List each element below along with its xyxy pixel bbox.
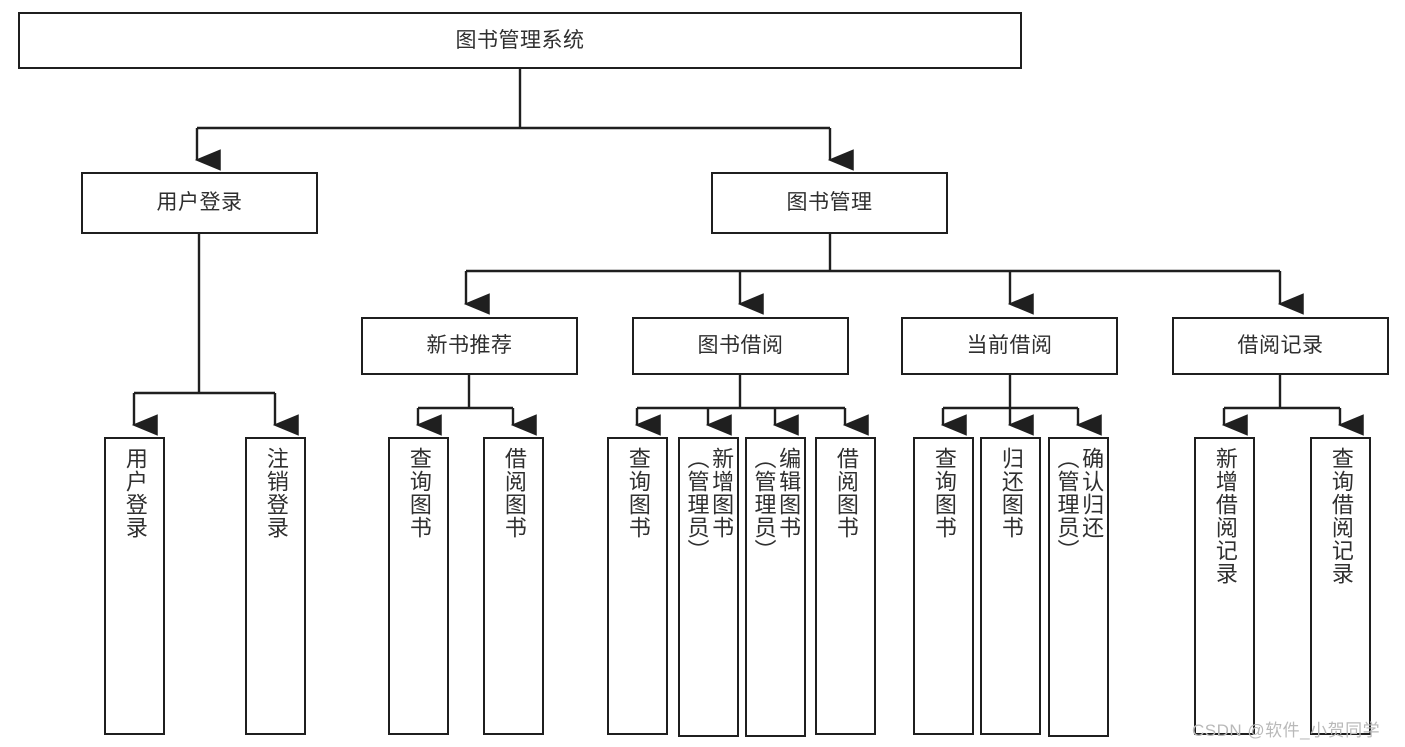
- node-root-system[interactable]: 图书管理系统: [18, 12, 1022, 69]
- leaf-user-login-signout[interactable]: 注销登录: [245, 437, 306, 735]
- node-label: 确认归还 （管理员）: [1054, 447, 1105, 562]
- node-current-borrow[interactable]: 当前借阅: [901, 317, 1118, 375]
- node-label: 借阅记录: [1237, 334, 1324, 358]
- node-label: 查询图书: [625, 447, 651, 539]
- leaf-recommend-borrow-book[interactable]: 借阅图书: [483, 437, 544, 735]
- leaf-borrow-add-book-admin[interactable]: 新增图书 （管理员）: [678, 437, 739, 737]
- node-label: 归还图书: [998, 447, 1024, 539]
- node-label: 新书推荐: [426, 334, 513, 358]
- leaf-record-query-record[interactable]: 查询借阅记录: [1310, 437, 1371, 735]
- leaf-record-add-record[interactable]: 新增借阅记录: [1194, 437, 1255, 735]
- node-label: 编辑图书 （管理员）: [751, 447, 802, 562]
- node-label: 新增图书 （管理员）: [684, 447, 735, 562]
- node-label: 查询图书: [931, 447, 957, 539]
- leaf-current-return-book[interactable]: 归还图书: [980, 437, 1041, 735]
- leaf-current-confirm-return-admin[interactable]: 确认归还 （管理员）: [1048, 437, 1109, 737]
- node-label: 借阅图书: [833, 447, 859, 539]
- leaf-borrow-edit-book-admin[interactable]: 编辑图书 （管理员）: [745, 437, 806, 737]
- node-label: 用户登录: [122, 447, 148, 539]
- leaf-borrow-borrow-book[interactable]: 借阅图书: [815, 437, 876, 735]
- node-new-book-recommend[interactable]: 新书推荐: [361, 317, 578, 375]
- node-label: 当前借阅: [966, 334, 1053, 358]
- node-label: 新增借阅记录: [1212, 447, 1238, 585]
- node-label: 注销登录: [263, 447, 289, 539]
- node-label: 查询图书: [406, 447, 432, 539]
- node-label: 借阅图书: [501, 447, 527, 539]
- node-label: 图书管理系统: [455, 28, 585, 52]
- node-label: 图书借阅: [697, 334, 784, 358]
- node-book-management[interactable]: 图书管理: [711, 172, 948, 234]
- node-label: 查询借阅记录: [1328, 447, 1354, 585]
- leaf-user-login-signin[interactable]: 用户登录: [104, 437, 165, 735]
- node-borrow-record[interactable]: 借阅记录: [1172, 317, 1389, 375]
- leaf-recommend-query-book[interactable]: 查询图书: [388, 437, 449, 735]
- node-book-borrow[interactable]: 图书借阅: [632, 317, 849, 375]
- leaf-borrow-query-book[interactable]: 查询图书: [607, 437, 668, 735]
- node-label: 图书管理: [786, 191, 873, 215]
- node-user-login[interactable]: 用户登录: [81, 172, 318, 234]
- node-label: 用户登录: [156, 191, 243, 215]
- leaf-current-query-book[interactable]: 查询图书: [913, 437, 974, 735]
